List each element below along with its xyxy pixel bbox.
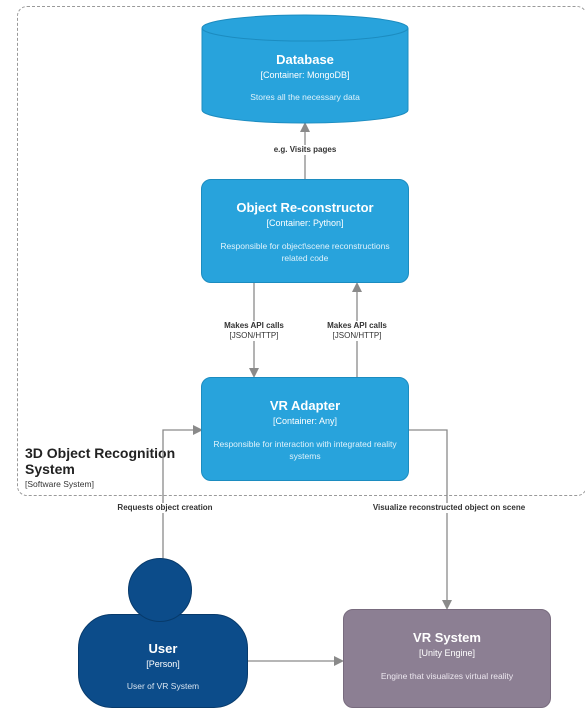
edge-label-visualize: Visualize reconstructed object on scene: [360, 503, 538, 513]
user-person-node[interactable]: User [Person] User of VR System: [78, 614, 248, 708]
database-cylinder[interactable]: [201, 14, 409, 124]
reconstructor-desc: Responsible for object\scene reconstruct…: [220, 241, 390, 263]
reconstructor-type: [Container: Python]: [266, 218, 344, 228]
user-title: User: [148, 641, 178, 656]
system-boundary: [17, 6, 585, 496]
boundary-title: 3D Object Recognition System: [25, 445, 176, 477]
vr-adapter-desc: Responsible for interaction with integra…: [213, 439, 397, 461]
user-desc: User of VR System: [126, 681, 200, 691]
vr-adapter-node[interactable]: VR Adapter [Container: Any] Responsible …: [201, 377, 409, 481]
user-type: [Person]: [146, 659, 180, 669]
vr-system-title: VR System: [413, 630, 481, 645]
object-reconstructor-node[interactable]: Object Re-constructor [Container: Python…: [201, 179, 409, 283]
user-head-icon: [128, 558, 192, 622]
database-type: [Container: MongoDB]: [260, 70, 350, 80]
vr-system-type: [Unity Engine]: [418, 648, 476, 658]
edge-label-requests: Requests object creation: [106, 503, 224, 513]
edge-visualize: [408, 429, 452, 610]
vr-system-desc: Engine that visualizes virtual reality: [380, 671, 514, 681]
edge-label-api-up: Makes API calls [JSON/HTTP]: [317, 321, 397, 341]
vr-system-node[interactable]: VR System [Unity Engine] Engine that vis…: [343, 609, 551, 708]
boundary-type: [Software System]: [25, 479, 94, 489]
edge-label-visits: e.g. Visits pages: [262, 145, 348, 155]
vr-adapter-type: [Container: Any]: [272, 416, 338, 426]
database-desc: Stores all the necessary data: [250, 92, 360, 102]
reconstructor-title: Object Re-constructor: [236, 200, 374, 215]
edge-label-api-down: Makes API calls [JSON/HTTP]: [214, 321, 294, 341]
database-title: Database: [276, 52, 334, 67]
edge-requests: [162, 425, 203, 558]
vr-adapter-title: VR Adapter: [269, 398, 341, 413]
database-node[interactable]: Database [Container: MongoDB] Stores all…: [201, 14, 409, 124]
